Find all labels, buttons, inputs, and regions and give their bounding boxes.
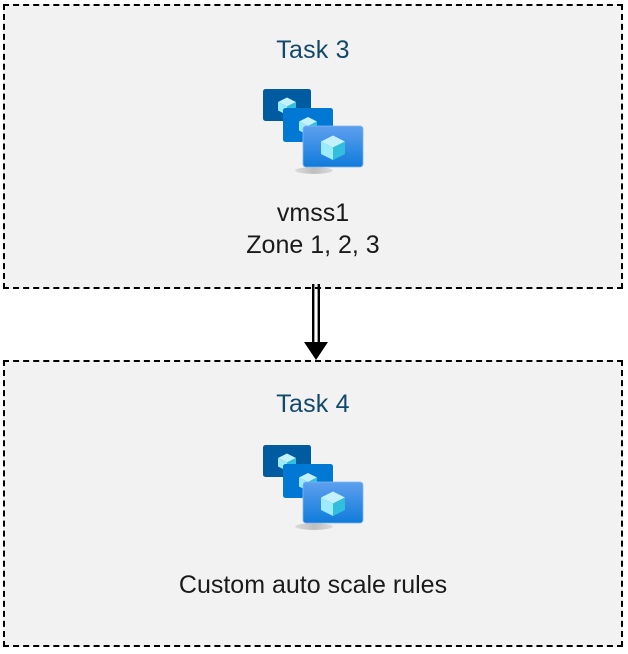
cube-glyph-front: [321, 491, 345, 516]
task-box-task-4[interactable]: Task 4: [3, 360, 623, 647]
task-4-title: Task 4: [276, 390, 350, 418]
virtual-machine-scale-set-icon: [263, 445, 364, 530]
cube-glyph-front: [321, 135, 345, 160]
virtual-machine-scale-set-icon: [263, 89, 364, 174]
task-box-task-3[interactable]: Task 3: [3, 4, 623, 289]
task-3-caption: vmss1 Zone 1, 2, 3: [246, 199, 380, 259]
task-3-title: Task 3: [276, 36, 350, 64]
task-4-caption: Custom auto scale rules: [178, 571, 448, 599]
connector-arrow-task3-to-task4: [304, 284, 328, 360]
